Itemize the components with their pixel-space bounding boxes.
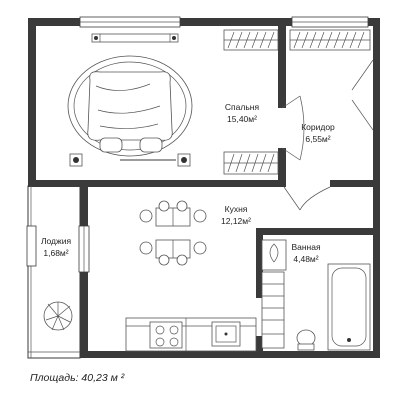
shelves bbox=[261, 271, 285, 349]
corridor-area: 6,55м² bbox=[305, 134, 330, 144]
chair-icon bbox=[139, 200, 207, 266]
windows bbox=[26, 16, 369, 273]
door-icon bbox=[281, 95, 305, 161]
dining-table-icon bbox=[155, 207, 191, 259]
plant-icon bbox=[43, 301, 73, 331]
radiator-icon bbox=[261, 239, 287, 271]
loggia-area: 1,68м² bbox=[43, 248, 68, 258]
bedroom-area: 15,40м² bbox=[227, 114, 257, 124]
bathroom-name: Ванная bbox=[291, 242, 321, 252]
room-labels: Спальня 15,40м² Коридор 6,55м² Кухня 12,… bbox=[41, 102, 335, 264]
bedroom-name: Спальня bbox=[225, 102, 260, 112]
corridor-name: Коридор bbox=[301, 122, 335, 132]
wardrobe-icon bbox=[223, 29, 371, 175]
loggia-outline bbox=[27, 185, 81, 359]
radiator-icon bbox=[91, 33, 179, 43]
toilet-icon bbox=[296, 329, 316, 351]
kitchen-name: Кухня bbox=[225, 204, 248, 214]
door-icon bbox=[351, 59, 374, 131]
stove-icon bbox=[149, 321, 183, 349]
sink-icon bbox=[211, 321, 241, 347]
bathroom-area: 4,48м² bbox=[293, 254, 318, 264]
bed-icon bbox=[67, 55, 193, 167]
kitchen-area: 12,12м² bbox=[221, 216, 251, 226]
total-area-label: Площадь: 40,23 м ² bbox=[30, 372, 125, 384]
bathtub-icon bbox=[327, 263, 371, 351]
loggia-name: Лоджия bbox=[41, 236, 72, 246]
door-icon bbox=[283, 186, 331, 211]
